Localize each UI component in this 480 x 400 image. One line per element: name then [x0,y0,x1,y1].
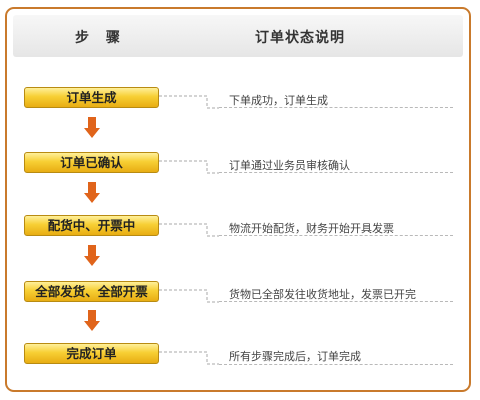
status-description-column-title: 订单状态说明 [255,30,345,46]
step-description: 所有步骤完成后，订单完成 [229,350,361,363]
step-order-created: 订单生成 [24,87,159,108]
order-status-panel: 步 骤 订单状态说明 订单生成 下单成功，订单生成 订单已确认 订单通过业务员审… [5,7,471,392]
description-underline [219,172,453,173]
connector-line [159,95,219,109]
down-arrow-icon [84,117,100,138]
step-distribution-invoicing: 配货中、开票中 [24,215,159,236]
connector-line [159,351,219,365]
connector-line [159,160,219,174]
down-arrow-icon [84,182,100,203]
description-underline [219,107,453,108]
table-header: 步 骤 订单状态说明 [13,15,463,57]
connector-line [159,289,219,303]
step-description: 下单成功，订单生成 [229,94,328,107]
down-arrow-icon [84,310,100,331]
description-underline [219,364,453,365]
step-order-completed: 完成订单 [24,343,159,364]
step-description: 物流开始配货，财务开始开具发票 [229,222,394,235]
description-underline [219,235,453,236]
description-underline [219,301,453,302]
down-arrow-icon [84,245,100,266]
step-all-shipped-invoiced: 全部发货、全部开票 [24,281,159,302]
step-description: 货物已全部发往收货地址，发票已开完 [229,288,416,301]
step-description: 订单通过业务员审核确认 [229,159,350,172]
connector-line [159,223,219,237]
steps-column-title: 步 骤 [75,30,126,46]
step-order-confirmed: 订单已确认 [24,152,159,173]
